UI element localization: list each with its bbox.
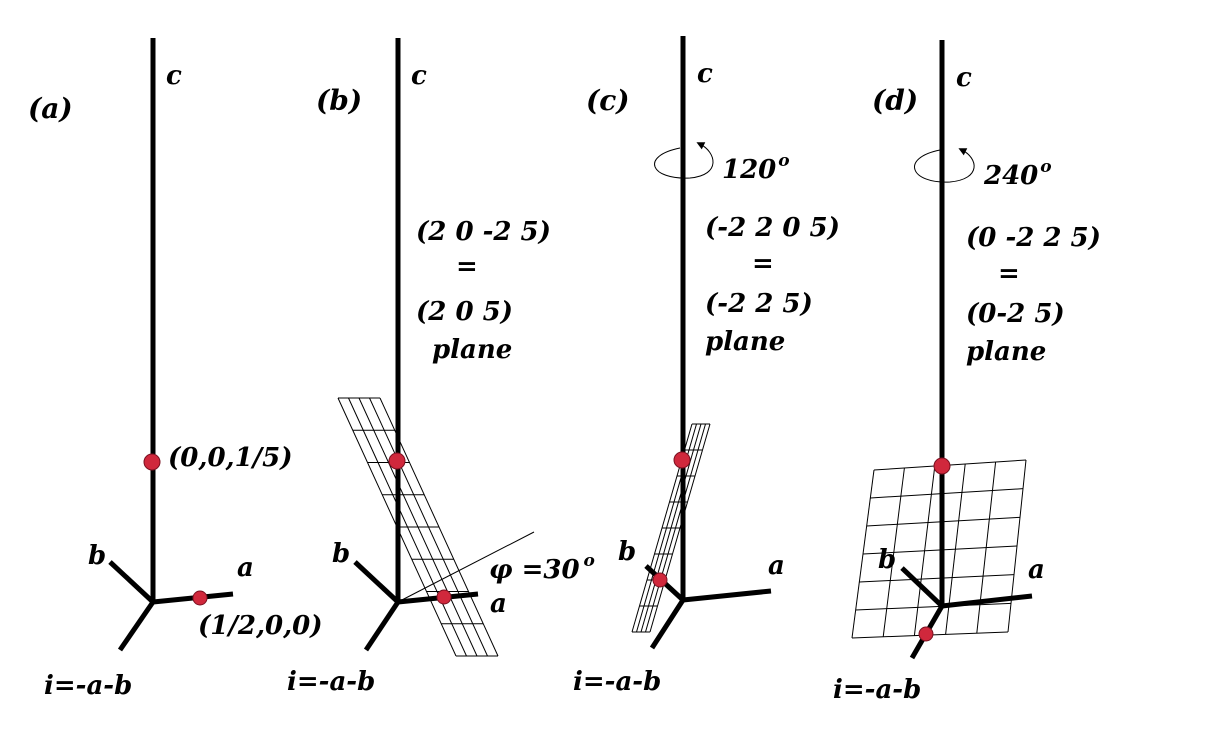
- plane-word: plane: [705, 327, 785, 357]
- angle-reference-line: [397, 531, 535, 603]
- angle-degree: o: [584, 551, 595, 571]
- equals-sign: =: [752, 249, 774, 279]
- equals-sign: =: [998, 259, 1020, 289]
- equals-sign: =: [456, 252, 478, 282]
- rotation-value: 240: [983, 161, 1038, 191]
- rotation-arrow-icon: [654, 142, 714, 179]
- b-axis: [900, 566, 944, 608]
- plane-index-4: (0 -2 2 5): [966, 223, 1101, 253]
- b-axis-label: b: [88, 541, 106, 571]
- i-axis: [649, 598, 686, 650]
- b-axis-label: b: [332, 539, 350, 569]
- point-c-label: (0,0,1/5): [168, 443, 293, 473]
- a-axis-label: a: [490, 589, 507, 619]
- i-axis-label: i=-a-b: [833, 675, 921, 705]
- i-axis: [363, 600, 401, 652]
- panel-label: (b): [316, 84, 362, 117]
- i-axis: [117, 600, 156, 652]
- c-axis-label: c: [697, 59, 713, 89]
- a-axis: [941, 593, 1033, 609]
- panel-label: (d): [872, 84, 918, 117]
- b-axis-label: b: [618, 537, 636, 567]
- intercept-point-a: [436, 589, 452, 605]
- plane-word: plane: [966, 337, 1046, 367]
- a-axis-label: a: [1028, 555, 1045, 585]
- rotation-value: 120: [722, 155, 776, 185]
- rotation-degree: o: [1040, 157, 1051, 177]
- intercept-point-b: [652, 572, 668, 588]
- rotation-arrow-icon: [914, 148, 975, 183]
- panel-label: (a): [28, 92, 73, 125]
- grid-line: [855, 602, 1012, 611]
- plane-index-3: (-2 2 5): [705, 289, 813, 319]
- grid-line: [870, 488, 1024, 499]
- a-axis-label: a: [768, 551, 785, 581]
- c-axis-label: c: [956, 63, 972, 93]
- plane-index-3: (2 0 5): [416, 297, 513, 327]
- angle-value: φ =30: [489, 555, 580, 585]
- plane-index-3: (0-2 5): [966, 299, 1065, 329]
- intercept-point-c: [673, 451, 691, 469]
- panel-label: (c): [586, 84, 630, 117]
- i-axis-label: i=-a-b: [573, 667, 661, 697]
- a-axis: [682, 588, 772, 603]
- a-axis-label: a: [237, 553, 254, 583]
- point-a-label: (1/2,0,0): [198, 611, 323, 641]
- b-axis: [108, 560, 155, 604]
- plane-word: plane: [432, 335, 512, 365]
- c-axis-label: c: [411, 61, 427, 91]
- c-axis-label: c: [166, 61, 182, 91]
- b-axis-label: b: [878, 545, 896, 575]
- intercept-point-a: [192, 590, 208, 606]
- intercept-point-c: [388, 452, 406, 470]
- panel-a: (a) c a b i=-a-b (0,0,1/5) (1/2,0,0): [28, 38, 323, 701]
- intercept-point-c: [933, 457, 951, 475]
- panel-b: (b) c a b i=-a-b (2 0 -2 5) = (2 0 5) pl…: [287, 38, 595, 697]
- i-axis-label: i=-a-b: [287, 667, 375, 697]
- rotation-degree: o: [778, 151, 789, 171]
- b-axis: [353, 560, 400, 604]
- intercept-point-c: [143, 453, 161, 471]
- plane-index-4: (-2 2 0 5): [705, 213, 840, 243]
- grid-line: [859, 574, 1015, 583]
- plane-index-4: (2 0 -2 5): [416, 217, 551, 247]
- intercept-point-i: [918, 626, 934, 642]
- plane-grid: [337, 397, 499, 657]
- i-axis-label: i=-a-b: [44, 671, 132, 701]
